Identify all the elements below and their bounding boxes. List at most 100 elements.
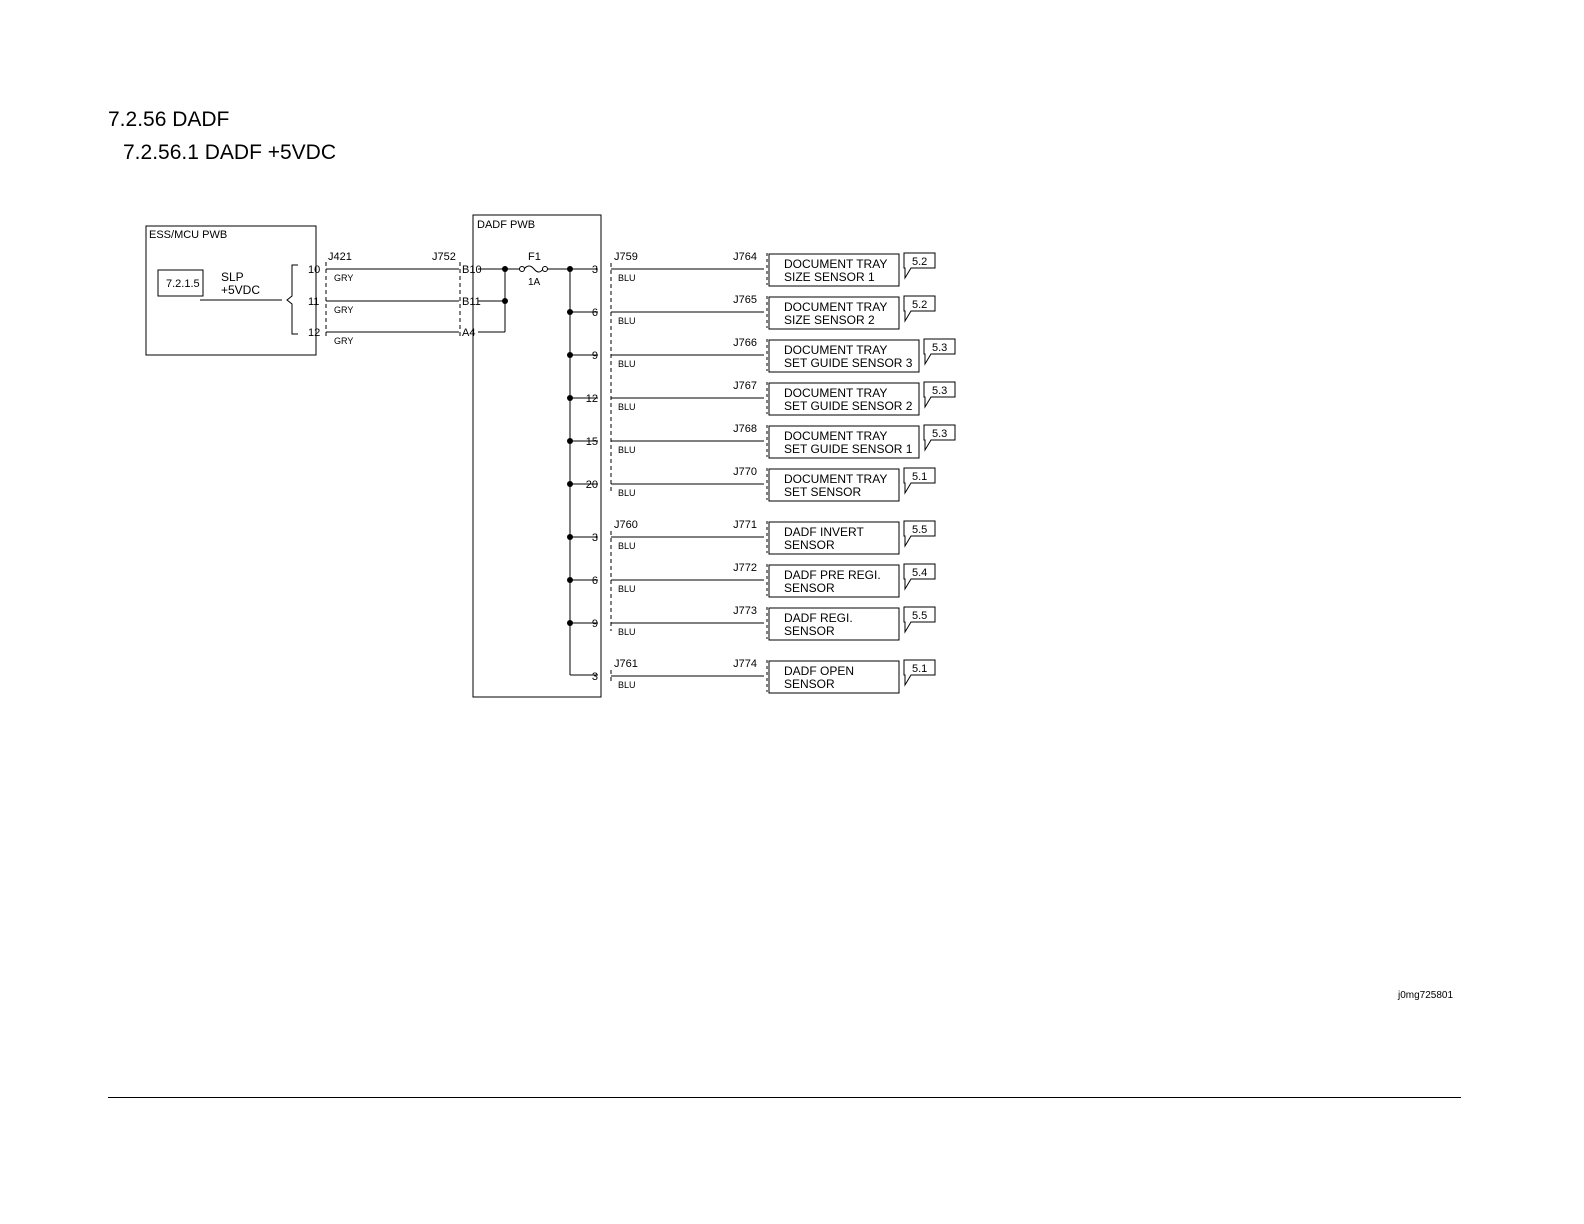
output-wire-color: BLU — [618, 445, 636, 455]
reference-label: 5.1 — [912, 663, 927, 675]
sensor-box — [768, 425, 920, 459]
sensor-name-line2: SENSOR — [784, 677, 835, 691]
fuse-symbol — [523, 265, 544, 273]
reference-label: 5.3 — [932, 385, 947, 397]
sensor-name-line1: DADF OPEN — [784, 664, 854, 678]
reference-label: 5.3 — [932, 342, 947, 354]
sensor-connector-label: J767 — [733, 380, 757, 392]
output-pin: 15 — [586, 436, 598, 448]
sensor-connector-label: J774 — [733, 658, 757, 670]
sensor-name-line2: SENSOR — [784, 624, 835, 638]
ess-signal-line1: SLP — [221, 270, 244, 284]
output-wire-color: BLU — [618, 316, 636, 326]
dadf-board-box — [472, 214, 602, 698]
ess-brace — [286, 264, 298, 335]
j421-label: J421 — [328, 251, 352, 263]
sensor-box — [768, 607, 900, 641]
output-pin: 12 — [586, 393, 598, 405]
reference-callout — [903, 467, 936, 495]
sensor-name-line2: SET GUIDE SENSOR 3 — [784, 356, 913, 370]
output-wire-color: BLU — [618, 402, 636, 412]
j752-label: J752 — [432, 251, 456, 263]
bus-junction — [567, 352, 573, 358]
output-pin: 20 — [586, 479, 598, 491]
ess-ref-box — [157, 269, 204, 297]
group-connector-label: J760 — [614, 519, 638, 531]
sensor-box — [768, 660, 900, 694]
output-wire-color: BLU — [618, 273, 636, 283]
fuse-label: F1 — [528, 251, 541, 263]
output-pin: 3 — [592, 671, 598, 683]
sensor-connector-label: J771 — [733, 519, 757, 531]
ess-board-box — [145, 225, 317, 356]
reference-callout — [923, 424, 956, 452]
reference-label: 5.2 — [912, 256, 927, 268]
output-pin: 3 — [592, 264, 598, 276]
sensor-name-line1: DOCUMENT TRAY — [784, 472, 887, 486]
subsection-title: 7.2.56.1 DADF +5VDC — [123, 141, 337, 164]
output-wire-color: BLU — [618, 541, 636, 551]
ess-ref-label: 7.2.1.5 — [166, 278, 200, 290]
reference-label: 5.4 — [912, 567, 927, 579]
sensor-name-line1: DOCUMENT TRAY — [784, 386, 887, 400]
output-pin: 9 — [592, 350, 598, 362]
sensor-name-line2: SET GUIDE SENSOR 1 — [784, 442, 913, 456]
sensor-box — [768, 253, 900, 287]
bus-junction — [567, 577, 573, 583]
bus-junction — [567, 309, 573, 315]
input-wire-color: GRY — [334, 305, 353, 315]
sensor-name-line1: DOCUMENT TRAY — [784, 257, 887, 271]
sensor-connector-label: J764 — [733, 251, 757, 263]
reference-label: 5.5 — [912, 610, 927, 622]
sensor-name-line1: DADF REGI. — [784, 611, 853, 625]
sensor-name-line2: SENSOR — [784, 581, 835, 595]
bus-junction — [567, 438, 573, 444]
reference-callout — [903, 295, 936, 323]
bus-junction — [567, 395, 573, 401]
sensor-name-line1: DADF INVERT — [784, 525, 864, 539]
reference-label: 5.2 — [912, 299, 927, 311]
output-wire-color: BLU — [618, 584, 636, 594]
sensor-name-line1: DADF PRE REGI. — [784, 568, 881, 582]
group-connector-label: J759 — [614, 251, 638, 263]
sensor-box — [768, 382, 920, 416]
sensor-box — [768, 521, 900, 555]
reference-callout — [903, 563, 936, 591]
reference-label: 5.1 — [912, 471, 927, 483]
input-pin-right: A4 — [462, 327, 475, 339]
sensor-box — [768, 468, 900, 502]
input-wire-color: GRY — [334, 273, 353, 283]
input-pin-right: B10 — [462, 264, 482, 276]
output-wire-color: BLU — [618, 680, 636, 690]
dadf-board-label: DADF PWB — [477, 219, 535, 231]
input-pin-left: 12 — [308, 327, 320, 339]
sensor-connector-label: J766 — [733, 337, 757, 349]
sensor-connector-label: J768 — [733, 423, 757, 435]
footer-rule — [108, 1097, 1461, 1098]
sensor-name-line2: SIZE SENSOR 2 — [784, 313, 875, 327]
output-wire-color: BLU — [618, 359, 636, 369]
sensor-box — [768, 339, 920, 373]
output-pin: 3 — [592, 532, 598, 544]
reference-callout — [903, 252, 936, 280]
reference-callout — [903, 520, 936, 548]
sensor-name-line2: SENSOR — [784, 538, 835, 552]
input-wire-color: GRY — [334, 336, 353, 346]
sensor-box — [768, 564, 900, 598]
output-wire-color: BLU — [618, 627, 636, 637]
sensor-box — [768, 296, 900, 330]
sensor-connector-label: J772 — [733, 562, 757, 574]
input-pin-left: 11 — [308, 296, 319, 308]
reference-callout — [923, 381, 956, 409]
fuse-rating: 1A — [528, 277, 541, 288]
ess-board-label: ESS/MCU PWB — [149, 229, 227, 241]
reference-label: 5.5 — [912, 524, 927, 536]
sensor-name-line1: DOCUMENT TRAY — [784, 429, 887, 443]
output-pin: 9 — [592, 618, 598, 630]
sensor-connector-label: J770 — [733, 466, 757, 478]
reference-callout — [903, 606, 936, 634]
bus-junction — [567, 620, 573, 626]
sensor-connector-label: J765 — [733, 294, 757, 306]
figure-code: j0mg725801 — [1398, 990, 1454, 1001]
